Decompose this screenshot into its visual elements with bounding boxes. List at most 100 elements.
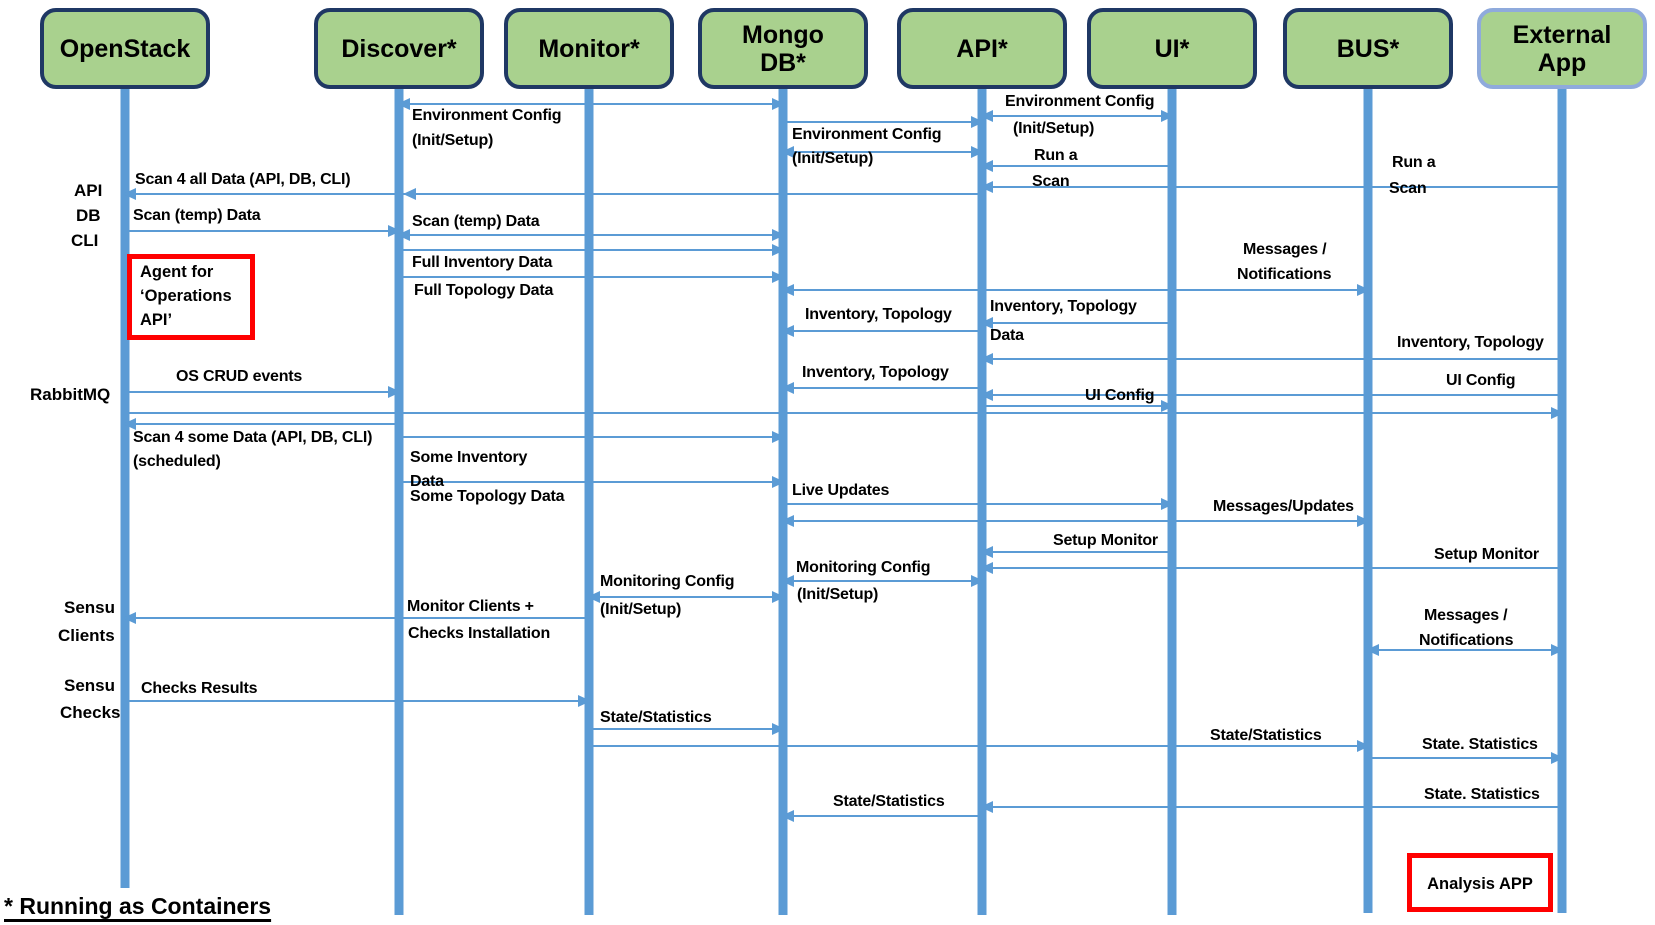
message-label: Messages / bbox=[1243, 241, 1327, 258]
message-label: Messages / bbox=[1424, 607, 1508, 624]
note-text: ‘Operations bbox=[140, 287, 232, 306]
arrowhead-right-icon bbox=[772, 98, 785, 110]
actor-label: DB* bbox=[760, 48, 806, 77]
message-label: Inventory, Topology bbox=[1397, 334, 1544, 351]
arrowhead-right-icon bbox=[578, 695, 591, 707]
message-line-openstack-to-external bbox=[125, 407, 1564, 419]
message-label: Scan bbox=[1032, 173, 1070, 190]
message-line-api-to-mongodb bbox=[781, 146, 984, 158]
arrowhead-right-icon bbox=[1161, 498, 1174, 510]
message-line-monitor-to-mongodb bbox=[589, 723, 785, 735]
arrowhead-left-icon bbox=[781, 810, 794, 822]
message-line-mongodb-to-bus bbox=[781, 515, 1370, 527]
message-label: State. Statistics bbox=[1422, 736, 1538, 753]
message-line-external-to-api bbox=[980, 353, 1562, 365]
arrowhead-left-icon bbox=[980, 160, 993, 172]
message-line-external-to-api bbox=[980, 562, 1562, 574]
message-label: Scan 4 some Data (API, DB, CLI) bbox=[133, 429, 373, 446]
lifeline-api bbox=[977, 86, 987, 915]
message-label: Full Inventory Data bbox=[412, 254, 553, 271]
message-line-openstack-to-discover bbox=[125, 225, 401, 237]
actor-label: OpenStack bbox=[59, 34, 191, 63]
message-line-mongodb-to-api bbox=[783, 116, 984, 128]
message-line-api-to-ui bbox=[980, 110, 1174, 122]
arrowhead-right-icon bbox=[1357, 515, 1370, 527]
arrowhead-right-icon bbox=[1551, 407, 1564, 419]
side-label: RabbitMQ bbox=[30, 385, 111, 404]
arrowhead-left-icon bbox=[123, 612, 136, 624]
message-label: Inventory, Topology bbox=[802, 364, 949, 381]
arrowhead-left-icon bbox=[781, 325, 794, 337]
actor-label: UI* bbox=[1154, 34, 1190, 63]
arrowhead-right-icon bbox=[971, 575, 984, 587]
arrowhead-left-icon bbox=[980, 181, 993, 193]
message-label: Setup Monitor bbox=[1434, 546, 1539, 563]
arrowhead-left-icon bbox=[980, 546, 993, 558]
side-label: Checks bbox=[60, 703, 121, 722]
actor-box-discover: Discover* bbox=[314, 8, 484, 89]
message-line-api-to-mongodb bbox=[781, 382, 982, 394]
message-line-bus-to-mongodb bbox=[781, 284, 1370, 296]
side-label: Sensu bbox=[64, 598, 116, 617]
message-label: Inventory, Topology bbox=[990, 298, 1137, 315]
arrowhead-right-icon bbox=[772, 723, 785, 735]
message-label: Environment Config bbox=[1005, 93, 1155, 110]
arrowhead-right-icon bbox=[772, 244, 785, 256]
arrowhead-left-icon bbox=[397, 98, 410, 110]
actor-label: Mongo bbox=[742, 20, 824, 49]
message-line-bus-to-external bbox=[1368, 752, 1564, 764]
message-line-api-to-mongodb bbox=[781, 325, 982, 337]
message-line-ui-to-api bbox=[980, 546, 1172, 558]
message-label: Run a bbox=[1392, 154, 1436, 171]
arrowhead-left-icon bbox=[123, 418, 136, 430]
arrowhead-right-icon bbox=[1161, 110, 1174, 122]
arrowhead-left-icon bbox=[980, 317, 993, 329]
actor-label: Monitor* bbox=[538, 34, 640, 63]
arrowhead-mid-icon bbox=[403, 188, 416, 200]
message-line-discover-to-mongodb bbox=[397, 229, 785, 241]
arrowhead-right-icon bbox=[1357, 740, 1370, 752]
arrowhead-left-icon bbox=[980, 801, 993, 813]
message-label: UI Config bbox=[1085, 387, 1155, 404]
note-text: Analysis APP bbox=[1427, 875, 1533, 894]
message-label: Monitoring Config bbox=[796, 559, 931, 576]
lifeline-discover bbox=[394, 86, 404, 915]
side-label: CLI bbox=[71, 231, 99, 250]
message-line-mongodb-to-ui bbox=[783, 498, 1174, 510]
arrowhead-left-icon bbox=[980, 353, 993, 365]
arrowhead-left-icon bbox=[980, 562, 993, 574]
actor-box-bus: BUS* bbox=[1283, 8, 1453, 89]
message-label: Some Topology Data bbox=[410, 488, 565, 505]
message-label: (Init/Setup) bbox=[1013, 120, 1095, 137]
arrowhead-left-icon bbox=[781, 515, 794, 527]
message-label: Environment Config bbox=[412, 107, 562, 124]
message-label: Environment Config bbox=[792, 126, 942, 143]
side-label: API bbox=[74, 181, 103, 200]
actor-label: Discover* bbox=[341, 34, 457, 63]
message-label: (scheduled) bbox=[133, 453, 221, 470]
message-label: (Init/Setup) bbox=[797, 586, 879, 603]
message-label: Checks Installation bbox=[408, 625, 551, 642]
arrowhead-right-icon bbox=[772, 271, 785, 283]
message-label: (Init/Setup) bbox=[600, 601, 682, 618]
footer-note: * Running as Containers bbox=[4, 893, 272, 919]
message-line-api-to-mongodb bbox=[781, 810, 982, 822]
lifeline-monitor bbox=[584, 86, 594, 915]
arrowhead-left-icon bbox=[980, 389, 993, 401]
arrowhead-right-icon bbox=[1357, 284, 1370, 296]
arrowhead-right-icon bbox=[772, 229, 785, 241]
arrowhead-left-icon bbox=[781, 382, 794, 394]
message-line-ui-to-api bbox=[980, 317, 1172, 329]
message-line-external-to-api bbox=[980, 181, 1562, 193]
message-label: Monitoring Config bbox=[600, 573, 735, 590]
arrowhead-left-icon bbox=[1366, 644, 1379, 656]
message-label: Messages/Updates bbox=[1213, 498, 1354, 515]
actor-box-openstack: OpenStack bbox=[40, 8, 210, 89]
actor-label: External bbox=[1512, 20, 1612, 49]
message-label: Data bbox=[410, 473, 444, 490]
message-label: Live Updates bbox=[792, 482, 890, 499]
message-line-ui-to-api bbox=[980, 160, 1172, 172]
